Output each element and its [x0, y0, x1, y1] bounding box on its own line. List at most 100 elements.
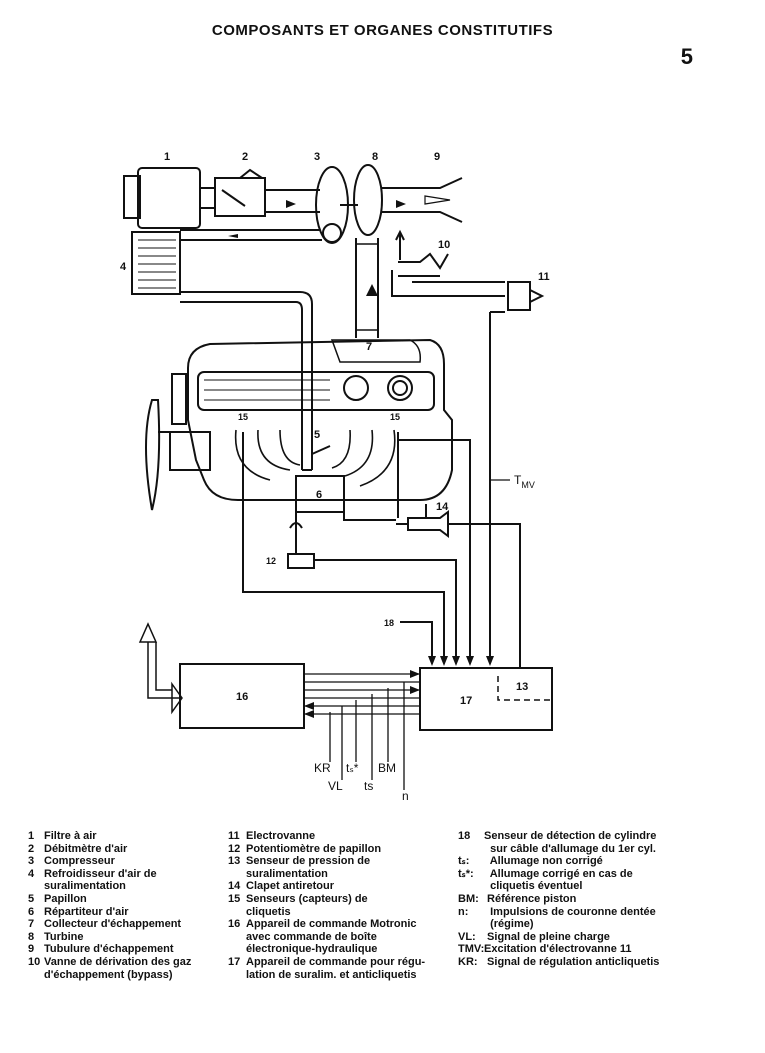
- legend-key: 15: [228, 892, 241, 905]
- legend-item: électronique-hydraulique: [228, 943, 458, 956]
- legend-item: BM: Référence piston: [458, 893, 758, 906]
- fan: [145, 399, 161, 511]
- legend-item: avec commande de boîte: [228, 931, 458, 944]
- legend-key: 10: [28, 955, 41, 968]
- legend-key: [458, 880, 484, 893]
- legend-text: d'échappement (bypass): [44, 968, 173, 981]
- engine-schematic: 1 2 3 8 9 4 10 11 7 15 15 5 6 14 12 18 1…: [120, 151, 553, 803]
- legend-key: 17: [228, 955, 241, 968]
- legend-text: Filtre à air: [44, 830, 97, 842]
- legend-item: 17 Appareil de commande pour régu-: [228, 956, 458, 969]
- legend-key: [228, 969, 246, 982]
- solenoid-valve: [507, 281, 531, 311]
- label-9: 9: [434, 151, 440, 163]
- legend-text: Clapet antiretour: [246, 880, 335, 893]
- legend-key: [228, 906, 246, 919]
- legend-key: 13: [228, 855, 241, 868]
- legend-item: 16 Appareil de commande Motronic: [228, 918, 458, 931]
- legend-item: (régime): [458, 918, 758, 931]
- legend-text: Appareil de commande Motronic: [246, 918, 417, 931]
- label-13: 13: [516, 681, 528, 693]
- signal-n: n: [402, 789, 409, 803]
- legend-key: [228, 943, 246, 956]
- legend-text: Impulsions de couronne dentée: [484, 905, 656, 918]
- page-title: COMPOSANTS ET ORGANES CONSTITUTIFS: [211, 22, 554, 39]
- label-15-right: 15: [390, 412, 400, 422]
- legend-text: Vanne de dérivation des gaz: [44, 955, 192, 968]
- throttle-potentiometer: [287, 553, 315, 569]
- legend-text: cliquetis: [246, 905, 291, 918]
- legend-key: 12: [228, 842, 241, 855]
- legend-text: Tubulure d'échappement: [44, 943, 174, 956]
- label-1: 1: [164, 151, 170, 163]
- legend-column-3: 18 Senseur de détection de cylindre sur c…: [458, 830, 758, 969]
- legend-key: tₛ:: [458, 855, 470, 868]
- legend-key: 18: [458, 830, 471, 842]
- legend-item: sur câble d'allumage du 1er cyl.: [458, 843, 758, 856]
- label-18: 18: [384, 618, 394, 628]
- legend-text: Référence piston: [484, 892, 577, 905]
- label-15-left: 15: [238, 412, 248, 422]
- legend-text: Compresseur: [44, 855, 115, 868]
- legend-item: TMV:Excitation d'électrovanne 11: [458, 943, 758, 956]
- label-7: 7: [366, 341, 372, 353]
- air-flow-meter: [214, 177, 266, 217]
- signal-vl: VL: [328, 779, 343, 793]
- intercooler: [131, 231, 181, 295]
- legend-key: 2: [28, 842, 35, 855]
- legend-item: d'échappement (bypass): [28, 969, 228, 982]
- boost-knock-unit: [419, 667, 553, 731]
- legend-item: tₛ: Allumage non corrigé: [458, 855, 758, 868]
- legend-key: [228, 931, 246, 944]
- wastegate: [398, 252, 449, 277]
- page-number: 5: [680, 44, 693, 69]
- legend-text: Senseur de détection de cylindre: [484, 830, 657, 842]
- legend-item: suralimentation: [228, 868, 458, 881]
- legend-text: Allumage corrigé en cas de: [484, 867, 633, 880]
- legend-item: n: Impulsions de couronne dentée: [458, 906, 758, 919]
- legend-text: électronique-hydraulique: [246, 943, 378, 956]
- air-filter: [137, 167, 201, 229]
- legend-key: 3: [28, 855, 35, 868]
- legend-key: [228, 868, 246, 881]
- legend-key: 16: [228, 918, 241, 931]
- legend-item: cliquetis: [228, 906, 458, 919]
- air-distributor: [295, 475, 345, 513]
- legend-text: avec commande de boîte: [246, 930, 377, 943]
- signal-kr: KR: [314, 761, 331, 775]
- legend-item: VL: Signal de pleine charge: [458, 931, 758, 944]
- legend-text: suralimentation: [246, 867, 328, 880]
- exhaust-pipe: [382, 177, 463, 223]
- legend-text: lation de suralim. et anticliquetis: [246, 968, 417, 981]
- label-17: 17: [460, 695, 472, 707]
- legend-key: 7: [28, 918, 35, 931]
- legend-text: Refroidisseur d'air de: [44, 867, 157, 880]
- signal-bm: BM: [378, 761, 396, 775]
- legend-key: [458, 918, 484, 931]
- legend-text: cliquetis éventuel: [484, 880, 583, 893]
- legend-key: [28, 880, 44, 893]
- label-10: 10: [438, 239, 450, 251]
- legend-text: Electrovanne: [246, 830, 316, 842]
- legend-text: (régime): [484, 918, 534, 931]
- legend-key: VL:: [458, 930, 476, 943]
- exhaust-manifold: [330, 339, 422, 363]
- engine-block: [187, 338, 453, 501]
- label-5: 5: [314, 429, 320, 441]
- label-14: 14: [436, 501, 449, 513]
- signal-ts: ts: [364, 779, 373, 793]
- legend-text: Appareil de commande pour régu-: [246, 955, 426, 968]
- legend-text: Répartiteur d'air: [44, 905, 129, 918]
- label-2: 2: [242, 151, 248, 163]
- legend-key: [28, 969, 44, 982]
- legend-key: [458, 843, 484, 856]
